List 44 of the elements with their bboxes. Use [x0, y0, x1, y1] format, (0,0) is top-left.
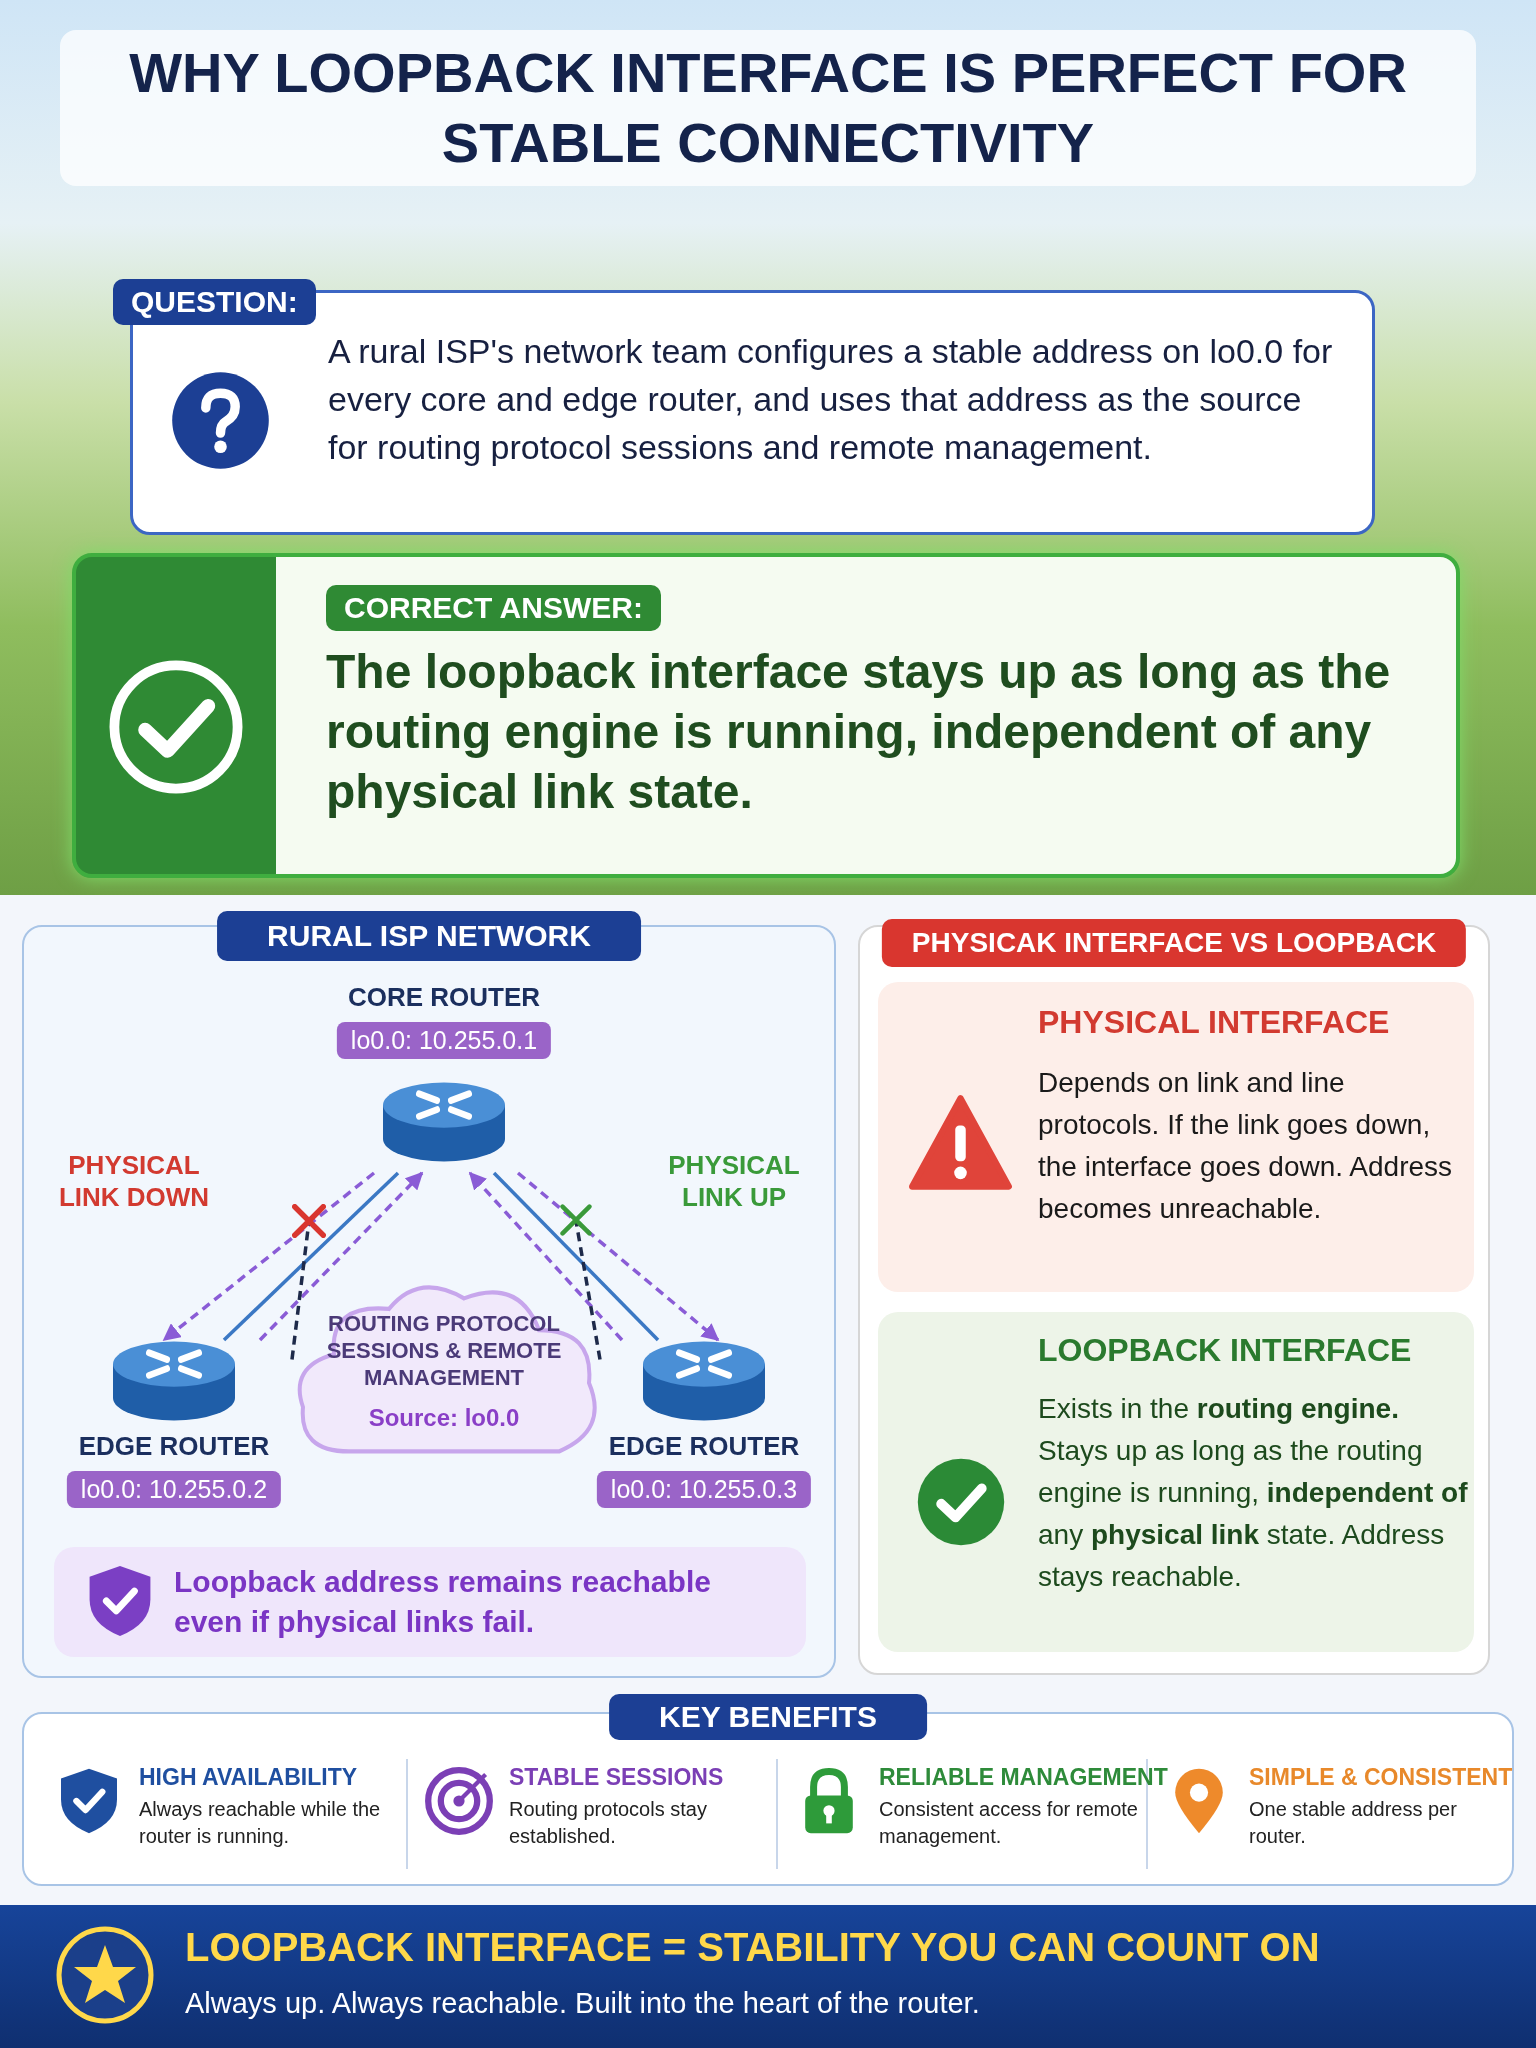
summary-banner	[0, 1905, 1536, 2048]
benefit-text: One stable address per router.	[1249, 1797, 1458, 1849]
card-text: Depends on link and line protocols. If the link goes down, the interface goes down. Address becomes unreachable.	[1038, 1066, 1454, 1226]
note-text: Loopback address remains reachable even if physical links fail.	[174, 1564, 712, 1640]
link-line	[492, 1171, 660, 1342]
title: WHY LOOPBACK INTERFACE IS PERFECT FOR STABLE CONNECTIVITY	[60, 30, 1476, 186]
benefit-text: Always reachable while the router is running.	[139, 1797, 382, 1849]
arrow	[162, 1171, 376, 1342]
address-tag: lo0.0: 10.255.0.2	[66, 1471, 282, 1508]
address-tag: lo0.0: 10.255.0.3	[596, 1471, 812, 1508]
benefit-heading: HIGH AVAILABILITY	[139, 1764, 358, 1791]
link-status-label: PHYSICAL LINK DOWN	[57, 1149, 211, 1213]
benefit-text: Routing protocols stay established.	[509, 1797, 708, 1849]
router-name: CORE ROUTER	[347, 982, 541, 1013]
link-line	[222, 1171, 400, 1342]
link-status-label: PHYSICAL LINK UP	[667, 1149, 801, 1213]
note-banner	[54, 1547, 806, 1657]
panel-heading: PHYSICAK INTERFACE VS LOOPBACK	[881, 919, 1467, 967]
benefit-heading: SIMPLE & CONSISTENT	[1249, 1764, 1513, 1791]
banner-heading: LOOPBACK INTERFACE = STABILITY YOU CAN COUNT ON	[185, 1925, 1320, 1970]
benefit-text: Consistent access for remote management.	[879, 1797, 1139, 1849]
card-heading: PHYSICAL INTERFACE	[1038, 1004, 1391, 1041]
arrow	[258, 1171, 424, 1342]
address-tag: lo0.0: 10.255.0.1	[336, 1022, 552, 1059]
card-heading: LOOPBACK INTERFACE	[1038, 1332, 1413, 1369]
card-text: Exists in the routing engine. Stays up as long as the routing engine is running, independent of any physical link state. Address stays reachable.	[1038, 1392, 1468, 1594]
cloud-heading: ROUTING PROTOCOL SESSIONS & REMOTE MANAGEMENT	[325, 1310, 563, 1391]
info-card	[878, 1312, 1474, 1652]
benefit-heading: STABLE SESSIONS	[509, 1764, 724, 1791]
question-tag: QUESTION:	[113, 279, 316, 325]
banner-text: Always up. Always reachable. Built into the heart of the router.	[185, 1987, 980, 2020]
arrow	[468, 1171, 624, 1342]
question-text: A rural ISP's network team configures a stable address on lo0.0 for every core and edge router, and uses that address as the source for routing protocol sessions and remote management.	[328, 331, 1334, 468]
cloud-note: Source: lo0.0	[367, 1404, 521, 1432]
router-name: EDGE ROUTER	[608, 1431, 800, 1462]
panel-heading: RURAL ISP NETWORK	[217, 911, 641, 961]
answer-tag: CORRECT ANSWER:	[326, 585, 661, 631]
arrow	[516, 1171, 720, 1342]
panel-heading: KEY BENEFITS	[609, 1694, 927, 1740]
router-name: EDGE ROUTER	[78, 1431, 270, 1462]
answer-card	[72, 553, 1460, 878]
benefit-heading: RELIABLE MANAGEMENT	[879, 1764, 1168, 1791]
answer-text: The loopback interface stays up as long as the routing engine is running, independent of any physical link state.	[326, 644, 1392, 820]
info-card	[878, 982, 1474, 1292]
